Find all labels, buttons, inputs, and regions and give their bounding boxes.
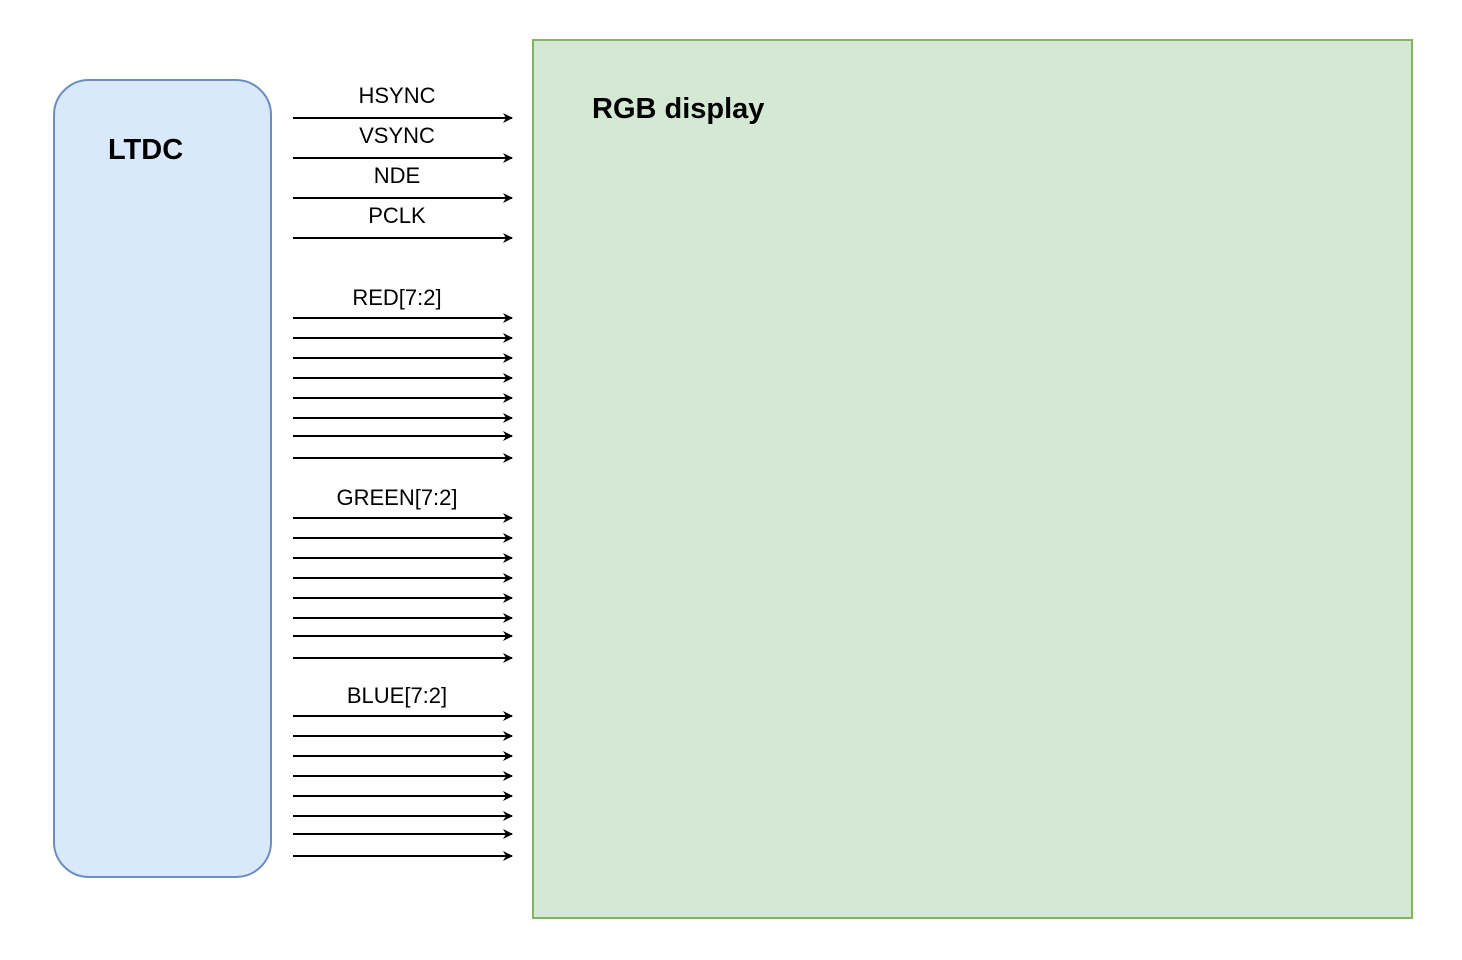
pclk-label: PCLK bbox=[368, 203, 426, 228]
blue-7-2-label: BLUE[7:2] bbox=[347, 683, 447, 708]
rgb-display-title: RGB display bbox=[592, 93, 765, 125]
green-7-2-label: GREEN[7:2] bbox=[336, 485, 457, 510]
ltdc-block bbox=[53, 79, 272, 878]
rgb-display-block bbox=[532, 39, 1413, 919]
nde-label: NDE bbox=[374, 163, 420, 188]
hsync-label: HSYNC bbox=[358, 83, 435, 108]
ltdc-title: LTDC bbox=[108, 134, 184, 166]
vsync-label: VSYNC bbox=[359, 123, 435, 148]
red-7-2-label: RED[7:2] bbox=[352, 285, 441, 310]
